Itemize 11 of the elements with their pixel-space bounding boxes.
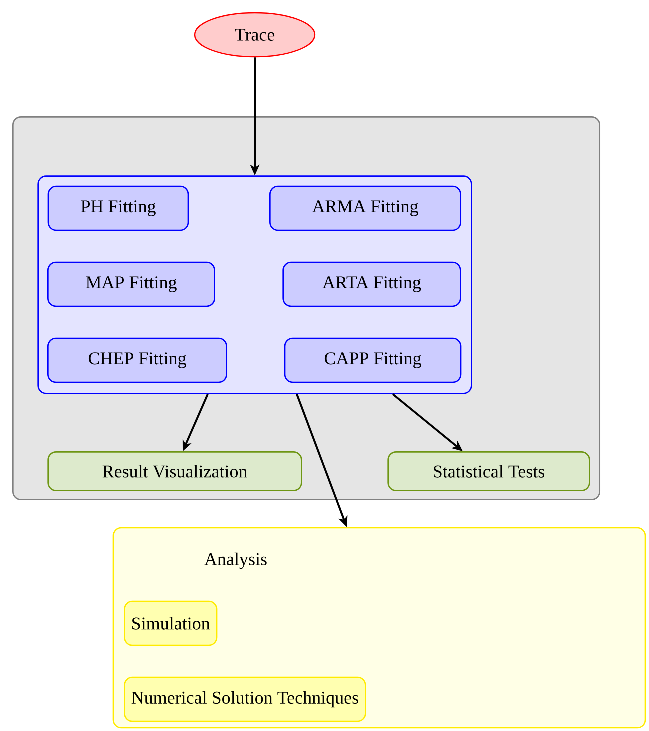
output-box: Statistical Tests [388, 452, 590, 492]
process-box: MAP Fitting [48, 262, 216, 308]
process-box: CAPP Fitting [284, 338, 462, 384]
process-box: Simulation [124, 600, 218, 646]
process-box: Numerical Solution Techniques [124, 676, 366, 722]
panel-heading: Analysis [204, 552, 267, 570]
process-box: PH Fitting [48, 186, 190, 232]
output-box: Result Visualization [48, 452, 302, 492]
process-box: CHEP Fitting [48, 338, 228, 384]
process-box: ARTA Fitting [282, 262, 462, 308]
process-box: ARMA Fitting [270, 186, 462, 232]
